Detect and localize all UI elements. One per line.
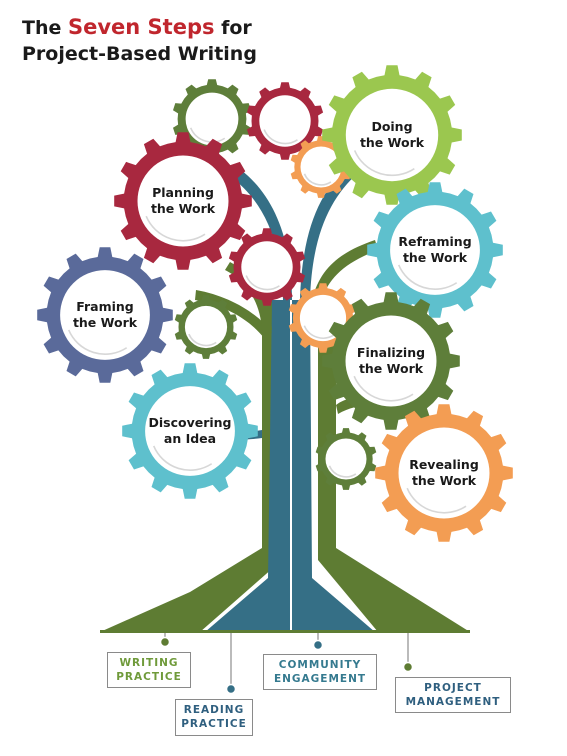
gear-framing-label-line1: Framing [76, 299, 134, 314]
gear-reframing-label-line2: the Work [403, 250, 468, 265]
connector-writing [159, 633, 171, 648]
gear-doing [322, 65, 462, 205]
gear-finalizing-shadow-arc [353, 375, 414, 402]
gear-framing-shadow-arc [67, 329, 128, 355]
gear-small-red-mid [228, 228, 306, 306]
gear-reframing-center [390, 205, 480, 295]
gear-discovering-shadow-arc [152, 445, 213, 471]
title-part1: The [22, 17, 68, 39]
root-community-line2: ENGAGEMENT [273, 673, 367, 685]
gear-discovering-label-line2: an Idea [164, 431, 216, 446]
gear-small-green-low-center [325, 438, 367, 480]
gear-finalizing-label-line1: Finalizing [357, 345, 425, 360]
title-line2: Project-Based Writing [22, 43, 257, 65]
connector-community [312, 633, 324, 651]
gear-reframing-shadow-arc [397, 264, 458, 290]
gear-reframing [367, 182, 503, 318]
gear-planning-center [137, 155, 229, 247]
root-project-line2: MANAGEMENT [405, 696, 501, 708]
connector-community-dot [312, 639, 324, 651]
root-community-engagement: COMMUNITY ENGAGEMENT [263, 654, 377, 690]
root-reading-practice: READING PRACTICE [175, 699, 253, 736]
root-community-line1: COMMUNITY [278, 659, 362, 671]
root-reading-line1: READING [183, 704, 245, 716]
connector-project [402, 633, 414, 673]
connector-reading [225, 633, 237, 695]
gear-planning-label-line1: Planning [152, 185, 214, 200]
gear-planning-label-line2: the Work [151, 201, 216, 216]
root-reading-line2: PRACTICE [181, 718, 247, 730]
gear-revealing-center [398, 427, 490, 519]
root-project-management: PROJECT MANAGEMENT [395, 677, 511, 713]
gear-small-red-mid-center [241, 241, 293, 293]
gear-revealing [375, 404, 513, 542]
gear-small-orange-top-center [300, 146, 342, 188]
gear-small-green-top [173, 79, 251, 159]
gear-discovering [122, 363, 258, 499]
gear-small-red-top-center [259, 95, 311, 147]
root-writing-line2: PRACTICE [116, 671, 182, 683]
gear-discovering-label-line1: Discovering [148, 415, 231, 430]
gear-doing-shadow-arc [353, 150, 415, 177]
gear-small-green-low-shadow-arc [328, 465, 357, 478]
gear-small-green-left-shadow-arc [188, 333, 217, 347]
connector-project-dot [402, 661, 414, 673]
gear-finalizing [322, 292, 460, 430]
gear-planning [114, 132, 252, 270]
gear-small-green-left-center [184, 305, 228, 349]
connector-reading-dot [225, 683, 237, 695]
gear-revealing-label-line2: the Work [412, 473, 477, 488]
gear-planning-shadow-arc [145, 215, 206, 242]
gears-layer [37, 65, 513, 542]
connectors-layer [159, 633, 414, 695]
ground-line [100, 630, 470, 633]
page-title: The Seven Steps for Project-Based Writin… [22, 14, 257, 67]
gear-framing-label-line2: the Work [73, 315, 138, 330]
gear-reframing-label-line1: Reframing [398, 234, 471, 249]
gear-doing-label-line1: Doing [371, 119, 412, 134]
gear-small-green-top-shadow-arc [189, 127, 226, 143]
gear-small-red-top [246, 82, 324, 160]
gear-small-green-left [174, 295, 238, 359]
gear-small-red-mid-shadow-arc [245, 275, 280, 291]
gear-finalizing-label-line2: the Work [359, 361, 424, 376]
gear-doing-label-line2: the Work [360, 135, 425, 150]
connector-writing-dot [159, 636, 171, 648]
gear-small-orange-top-shadow-arc [303, 173, 332, 186]
gear-small-green-low [315, 428, 377, 490]
gear-discovering-center [145, 386, 235, 476]
title-part2: for [214, 17, 252, 39]
root-project-line1: PROJECT [424, 682, 482, 694]
gear-framing-center [60, 270, 150, 360]
title-accent: Seven Steps [68, 15, 215, 39]
root-writing-line1: WRITING [119, 657, 179, 669]
gear-framing [37, 247, 173, 383]
gear-doing-center [345, 88, 439, 182]
gear-small-green-top-center [185, 92, 239, 146]
gear-finalizing-center [345, 315, 437, 407]
gear-small-orange-mid-shadow-arc [303, 325, 335, 339]
root-writing-practice: WRITING PRACTICE [107, 652, 191, 688]
gear-small-red-top-shadow-arc [263, 129, 298, 145]
gear-revealing-label-line1: Revealing [409, 457, 479, 472]
gear-revealing-shadow-arc [406, 487, 467, 514]
